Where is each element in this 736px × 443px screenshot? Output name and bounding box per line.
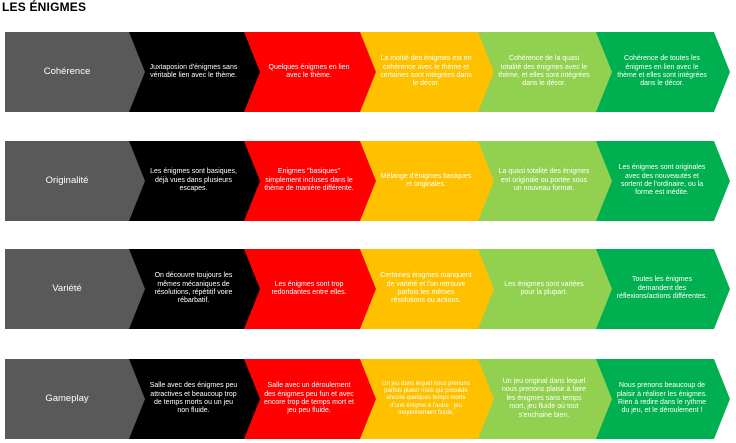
level-3-cell: Mélange d'énigmes basiques et originales… — [356, 141, 494, 221]
level-1-cell: Les énigmes sont basiques, déjà vues dan… — [125, 141, 260, 221]
level-4-cell: Les énigmes sont variées pour la plupart… — [474, 249, 612, 329]
level-5-cell: Les énigmes sont originales avec des nou… — [592, 141, 730, 221]
level-2-cell: Quelques énigmes en lien avec le thème. — [240, 32, 376, 112]
level-3-cell: Un jeu dans lequel nous prenons parfois … — [356, 359, 494, 439]
level-1-cell: On découvre toujours les mêmes mécanique… — [125, 249, 260, 329]
level-3-cell: La moitié des énigmes est en cohérence a… — [356, 32, 494, 112]
criterion-label: Cohérence — [5, 32, 145, 112]
level-2-cell: Enigmes "basiques" simplement incluses d… — [240, 141, 376, 221]
level-2-cell: Les énigmes sont trop redondantes entre … — [240, 249, 376, 329]
criterion-label: Variété — [5, 249, 145, 329]
level-3-cell: Certaines énigmes manquent de variété et… — [356, 249, 494, 329]
level-1-cell: Salle avec des énigmes peu attractives e… — [125, 359, 260, 439]
page-title: LES ÉNIGMES — [2, 0, 87, 14]
level-2-cell: Salle avec un déroulement des énigmes pe… — [240, 359, 376, 439]
level-4-cell: La quasi totalité des énigmes est origin… — [474, 141, 612, 221]
criterion-label: Originalité — [5, 141, 145, 221]
level-5-cell: Toutes les énigmes demandent des réflexi… — [592, 249, 730, 329]
criterion-label: Gameplay — [5, 359, 145, 439]
level-4-cell: Un jeu original dans lequel nous prenons… — [474, 359, 612, 439]
level-5-cell: Cohérence de toutes les énigmes en lien … — [592, 32, 730, 112]
level-4-cell: Cohérence de la quasi totalité des énigm… — [474, 32, 612, 112]
level-1-cell: Juxtaposion d'énigmes sans véritable lie… — [125, 32, 260, 112]
level-5-cell: Nous prenons beaucoup de plaisir à réali… — [592, 359, 730, 439]
